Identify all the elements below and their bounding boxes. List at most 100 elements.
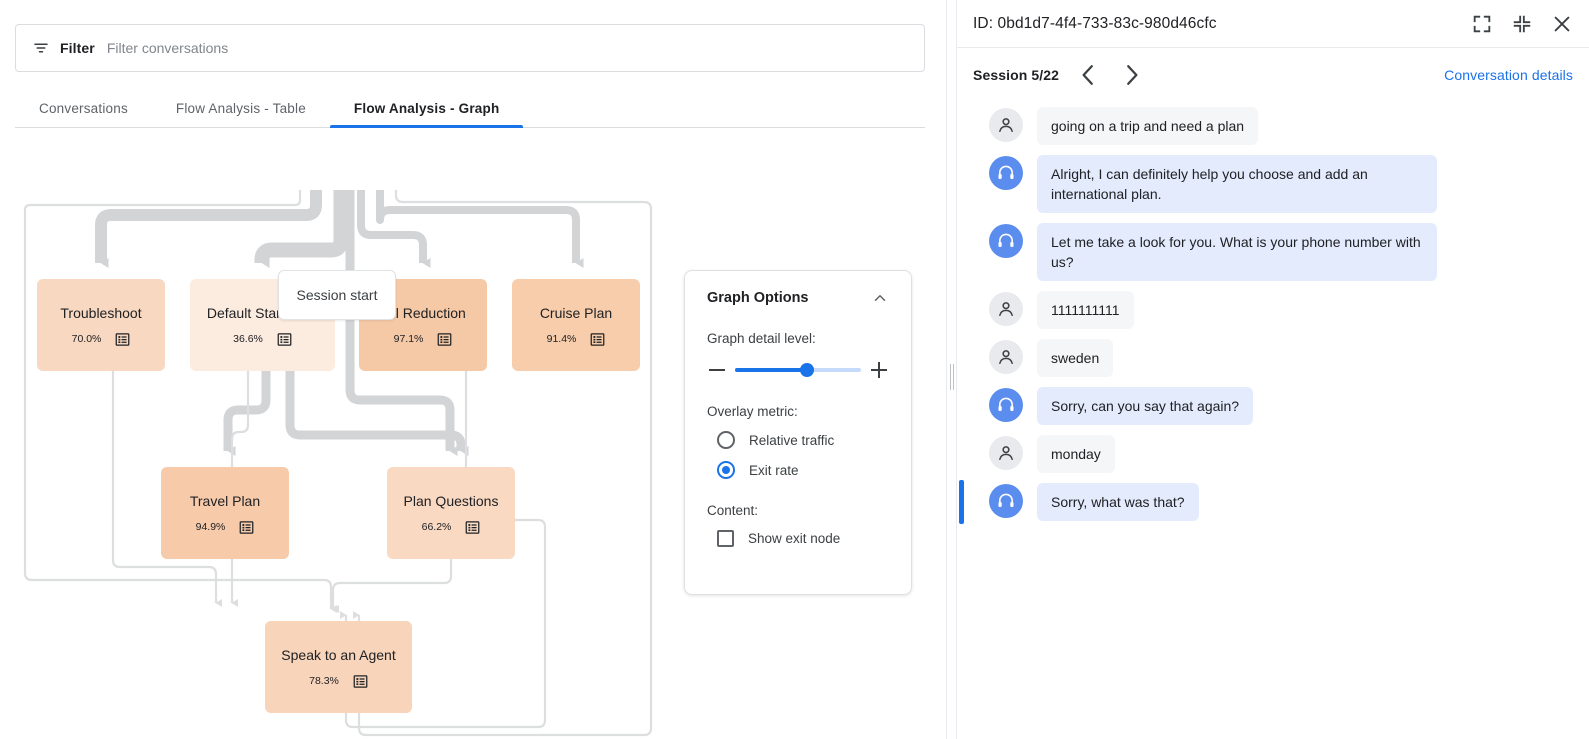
tab-conversations[interactable]: Conversations xyxy=(39,101,128,116)
graph-options-title: Graph Options xyxy=(707,290,809,306)
checkbox-square-icon xyxy=(717,530,734,547)
chevron-left-icon[interactable] xyxy=(1073,60,1103,90)
checkbox-show-exit-node[interactable]: Show exit node xyxy=(707,530,889,547)
avatar-agent xyxy=(989,484,1023,518)
list-view-icon[interactable] xyxy=(353,674,368,689)
list-view-icon[interactable] xyxy=(239,520,254,535)
message-bubble: monday xyxy=(1037,435,1115,473)
filter-icon xyxy=(34,43,48,53)
tab-bar: Conversations Flow Analysis - Table Flow… xyxy=(15,88,925,128)
overlay-metric-label: Overlay metric: xyxy=(707,404,798,419)
resize-grip-icon xyxy=(950,364,955,390)
plus-icon[interactable] xyxy=(869,360,889,380)
filter-bar[interactable]: Filter xyxy=(15,24,925,72)
graph-node-meta: 70.0% xyxy=(72,332,131,347)
graph-node-meta: 66.2% xyxy=(422,520,481,535)
graph-node-label: Troubleshoot xyxy=(60,304,142,321)
graph-node-exit-rate: 97.1% xyxy=(393,333,424,345)
message-row[interactable]: Alright, I can definitely help you choos… xyxy=(957,150,1589,218)
conversation-details-link[interactable]: Conversation details xyxy=(1444,67,1573,83)
message-row[interactable]: monday xyxy=(957,430,1589,478)
slider-thumb[interactable] xyxy=(799,363,814,377)
user-avatar-icon xyxy=(999,118,1013,132)
avatar-agent xyxy=(989,156,1023,190)
message-bubble: Sorry, what was that? xyxy=(1037,483,1199,521)
graph-node-label: Travel Plan xyxy=(189,492,261,509)
avatar-user xyxy=(989,436,1023,470)
radio-circle-selected-icon xyxy=(717,461,735,479)
graph-node-exit-rate: 36.6% xyxy=(233,333,263,345)
graph-detail-slider[interactable] xyxy=(735,361,861,379)
list-view-icon[interactable] xyxy=(590,332,605,347)
content-label: Content: xyxy=(707,503,759,518)
message-row[interactable]: sweden xyxy=(957,334,1589,382)
graph-node-meta: 36.6% xyxy=(233,332,292,347)
graph-edges xyxy=(23,190,653,737)
chevron-right-icon[interactable] xyxy=(1117,60,1147,90)
list-view-icon[interactable] xyxy=(277,332,292,347)
checkbox-show-exit-node-label: Show exit node xyxy=(748,531,841,546)
list-view-icon[interactable] xyxy=(437,332,452,347)
radio-exit-rate-label: Exit rate xyxy=(749,462,799,478)
graph-options-header: Graph Options xyxy=(707,289,889,307)
filter-label: Filter xyxy=(60,40,95,56)
slider-track-fill xyxy=(735,368,807,372)
graph-node-label: Bill Reduction xyxy=(380,304,466,321)
list-view-icon[interactable] xyxy=(465,520,480,535)
search-input[interactable] xyxy=(106,40,908,56)
message-bubble: Sorry, can you say that again? xyxy=(1037,387,1254,425)
conversation-header: ID: 0bd1d7-4f4-733-83c-980d46cfc xyxy=(957,0,1589,48)
close-icon[interactable] xyxy=(1551,13,1573,35)
agent-headset-icon xyxy=(998,397,1014,411)
avatar-agent xyxy=(989,388,1023,422)
message-row[interactable]: Sorry, what was that? xyxy=(957,478,1589,526)
avatar-agent xyxy=(989,224,1023,258)
radio-relative-traffic[interactable]: Relative traffic xyxy=(707,431,889,449)
graph-node-meta: 78.3% xyxy=(309,674,368,689)
graph-node-label: Speak to an Agent xyxy=(281,646,396,663)
collapse-icon[interactable] xyxy=(1511,13,1533,35)
list-view-icon[interactable] xyxy=(115,332,130,347)
pane-resize-handle[interactable] xyxy=(946,0,957,739)
message-row[interactable]: Sorry, can you say that again? xyxy=(957,382,1589,430)
message-bubble: sweden xyxy=(1037,339,1114,377)
avatar-user xyxy=(989,108,1023,142)
tab-flow-analysis-graph[interactable]: Flow Analysis - Graph xyxy=(329,101,524,128)
message-bubble: Alright, I can definitely help you choos… xyxy=(1037,155,1437,213)
fullscreen-icon[interactable] xyxy=(1471,13,1493,35)
graph-node-troubleshoot[interactable]: Troubleshoot 70.0% xyxy=(37,279,165,371)
graph-detail-slider-row xyxy=(707,360,889,380)
flow-analysis-pane: Filter Conversations Flow Analysis - Tab… xyxy=(0,24,946,739)
agent-headset-icon xyxy=(998,165,1014,179)
graph-node-label: Plan Questions xyxy=(403,492,499,509)
graph-node-exit-rate: 78.3% xyxy=(309,675,339,687)
session-start-label: Session start xyxy=(296,287,378,303)
radio-relative-traffic-label: Relative traffic xyxy=(749,432,835,448)
message-list: going on a trip and need a plan Alright,… xyxy=(957,102,1589,526)
graph-node-speak-agent[interactable]: Speak to an Agent 78.3% xyxy=(265,621,412,713)
message-row[interactable]: Let me take a look for you. What is your… xyxy=(957,218,1589,286)
user-avatar-icon xyxy=(999,302,1013,316)
message-row[interactable]: going on a trip and need a plan xyxy=(957,102,1589,150)
message-row[interactable]: 1111111111 xyxy=(957,286,1589,334)
message-bubble: Let me take a look for you. What is your… xyxy=(1037,223,1437,281)
chevron-up-icon[interactable] xyxy=(871,289,889,307)
agent-headset-icon xyxy=(998,233,1014,247)
minus-icon[interactable] xyxy=(707,360,727,380)
conversation-id: ID: 0bd1d7-4f4-733-83c-980d46cfc xyxy=(973,14,1217,32)
tab-flow-analysis-table[interactable]: Flow Analysis - Table xyxy=(175,101,306,116)
user-avatar-icon xyxy=(999,446,1013,460)
avatar-user xyxy=(989,340,1023,374)
graph-node-meta: 97.1% xyxy=(394,332,453,347)
message-bubble: 1111111111 xyxy=(1037,291,1134,329)
graph-node-exit-rate: 66.2% xyxy=(421,521,452,533)
graph-node-meta: 91.4% xyxy=(547,332,606,347)
radio-exit-rate[interactable]: Exit rate xyxy=(707,461,889,479)
avatar-user xyxy=(989,292,1023,326)
graph-node-session-start[interactable]: Session start xyxy=(278,270,396,320)
graph-node-plan-questions[interactable]: Plan Questions 66.2% xyxy=(387,467,515,559)
